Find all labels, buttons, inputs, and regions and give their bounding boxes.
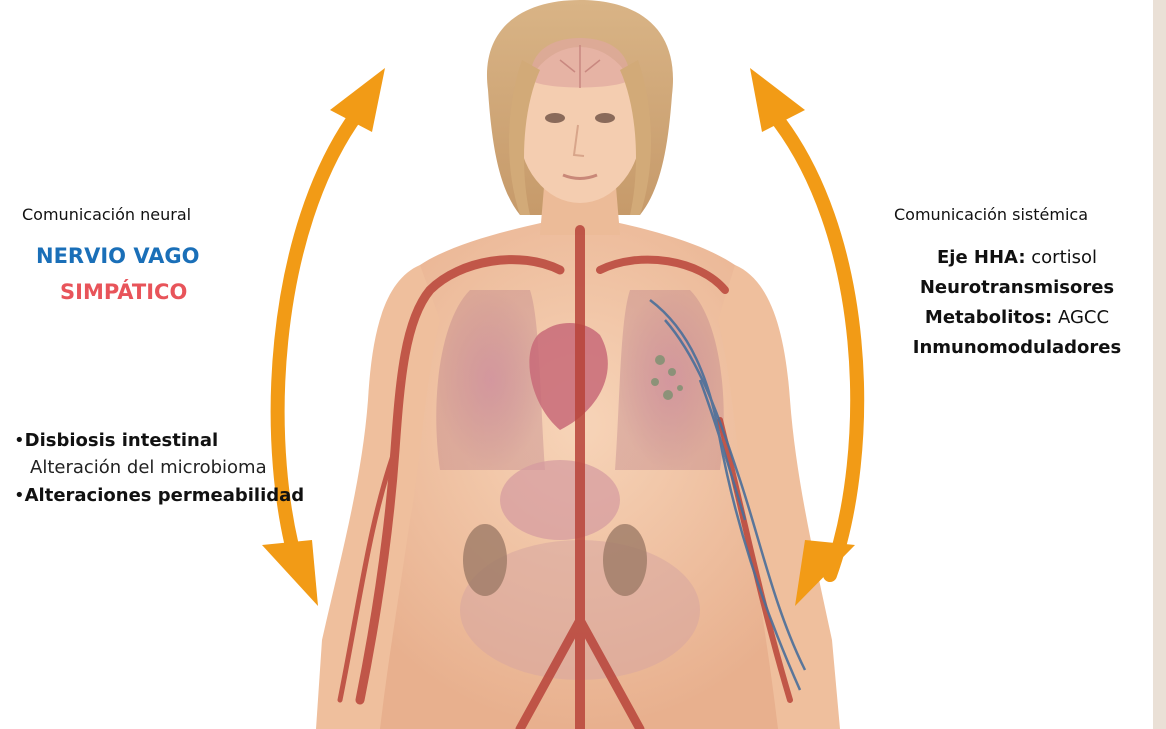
left-bullets: •Disbiosis intestinal Alteración del mic… [14, 424, 304, 512]
systemic-item: Inmunomoduladores [892, 333, 1142, 363]
kidney-right [603, 524, 647, 596]
systemic-item: Metabolitos: AGCC [892, 303, 1142, 333]
kidney-left [463, 524, 507, 596]
systemic-communication-title: Comunicación sistémica [894, 205, 1088, 224]
systemic-list: Eje HHA: cortisol Neurotransmisores Meta… [892, 243, 1142, 363]
right-edge-strip [1153, 0, 1166, 729]
stomach [500, 460, 620, 540]
sympathetic-label: SIMPÁTICO [60, 280, 187, 304]
neural-communication-title: Comunicación neural [22, 205, 191, 224]
bullet-item: •Disbiosis intestinal [14, 424, 304, 457]
systemic-item: Eje HHA: cortisol [892, 243, 1142, 273]
systemic-item: Neurotransmisores [892, 273, 1142, 303]
vagus-nerve-label: NERVIO VAGO [36, 244, 200, 268]
bullet-subtext: Alteración del microbioma [14, 455, 304, 481]
bullet-item: •Alteraciones permeabilidad [14, 479, 304, 512]
